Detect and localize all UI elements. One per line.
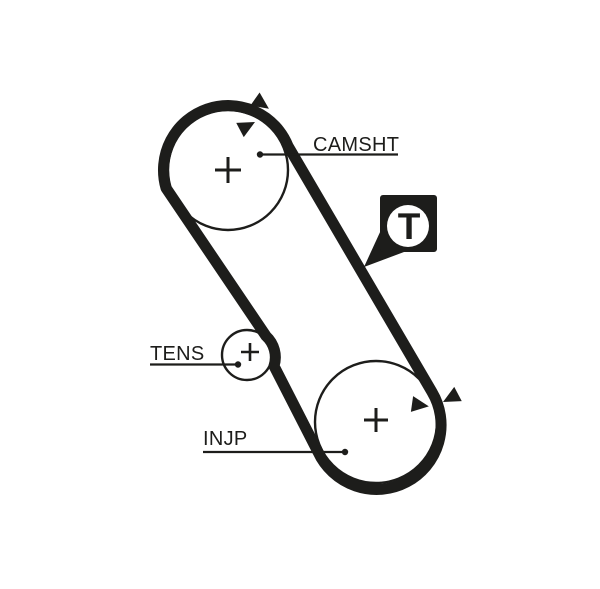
timing-belt — [158, 100, 447, 495]
tensioner-label: TENS — [150, 343, 205, 365]
injection-pump-leader — [203, 448, 349, 456]
camshaft-timing-arrow-inner — [236, 122, 256, 138]
tensioner-badge: T — [364, 195, 437, 267]
camshaft-leader — [256, 151, 398, 158]
tensioner-badge-circle — [387, 205, 429, 247]
camshaft-label: CAMSHT — [313, 134, 399, 156]
tensioner-leader — [150, 361, 242, 368]
injection-pump-center-mark — [364, 408, 388, 432]
injection-pump-timing-arrow-outer — [442, 386, 462, 402]
camshaft-timing-arrow-outer — [250, 92, 269, 109]
tensioner-center-mark — [241, 343, 259, 361]
injection-pump-label: INJP — [203, 428, 248, 450]
camshaft-center-mark — [215, 157, 241, 183]
injection-pump-timing-arrow-inner — [410, 396, 429, 412]
tensioner-badge-letter: T — [398, 206, 421, 247]
